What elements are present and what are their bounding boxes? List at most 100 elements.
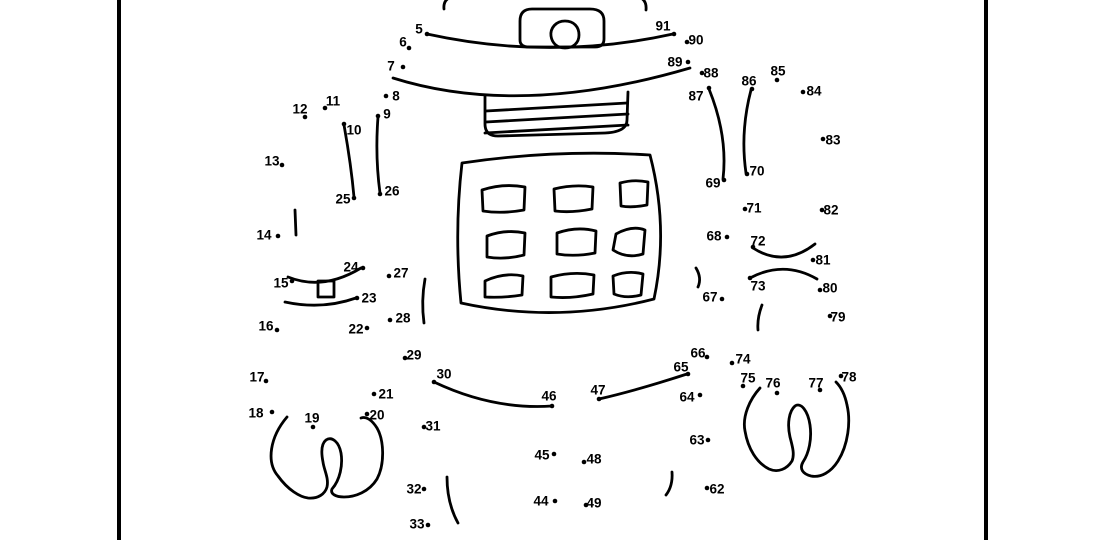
dot-number-label-81: 81 (815, 253, 831, 268)
dot-number-label-74: 74 (735, 352, 751, 367)
dot-number-label-14: 14 (256, 228, 272, 243)
dot-71 (742, 206, 748, 212)
dot-74 (729, 360, 735, 366)
dot-number-label-13: 13 (264, 154, 280, 169)
art-key-1 (480, 184, 527, 214)
dot-10 (341, 121, 347, 127)
dot-number-label-70: 70 (749, 164, 764, 179)
art-upper-brim (425, 32, 675, 49)
dot-number-label-69: 69 (705, 176, 720, 191)
dot-82 (819, 207, 825, 213)
dot-number-label-79: 79 (830, 310, 845, 325)
dot-number-label-44: 44 (533, 494, 549, 509)
dot-number-label-47: 47 (590, 383, 605, 398)
dot-number-label-89: 89 (667, 55, 682, 70)
dot-number-label-77: 77 (808, 376, 823, 391)
art-key-9 (611, 271, 645, 299)
art-arm-right-bottom (748, 267, 819, 281)
dot-number-label-28: 28 (395, 311, 411, 326)
art-hem-line-30-46 (432, 380, 554, 408)
dot-number-label-88: 88 (703, 66, 719, 81)
dot-47 (596, 396, 602, 402)
dot-63 (705, 437, 711, 443)
dot-number-label-16: 16 (258, 319, 274, 334)
dot-number-label-68: 68 (706, 229, 722, 244)
dot-66 (704, 354, 710, 360)
dot-48 (581, 459, 587, 465)
dot-number-label-91: 91 (655, 19, 671, 34)
dot-79 (827, 313, 833, 319)
dot-number-label-82: 82 (823, 203, 838, 218)
dot-64 (697, 392, 703, 398)
dot-number-label-5: 5 (415, 22, 423, 37)
dot-87 (706, 85, 712, 91)
dot-46 (549, 403, 555, 409)
art-key-8 (549, 272, 596, 299)
dot-25 (351, 195, 357, 201)
dot-number-label-30: 30 (436, 367, 451, 382)
art-key-6 (611, 226, 647, 258)
art-visor-stripe-1 (484, 101, 629, 113)
dot-16 (274, 327, 280, 333)
art-arm-right-top (751, 242, 817, 259)
dot-number-label-65: 65 (673, 360, 689, 375)
dot-14 (275, 233, 281, 239)
dot-number-label-83: 83 (825, 133, 841, 148)
art-visor-stripe-2 (484, 112, 630, 124)
dot-33 (425, 522, 431, 528)
dot-number-label-63: 63 (689, 433, 705, 448)
dot-number-label-85: 85 (770, 64, 786, 79)
dot-number-label-75: 75 (740, 371, 756, 386)
dot-number-label-87: 87 (688, 89, 703, 104)
dot-13 (279, 162, 285, 168)
dot-number-label-15: 15 (273, 276, 289, 291)
dot-15 (289, 278, 295, 284)
dot-number-label-46: 46 (541, 389, 557, 404)
art-foot-right (742, 380, 851, 478)
art-key-5 (555, 227, 598, 257)
dot-7 (400, 64, 406, 70)
dot-number-label-84: 84 (806, 84, 822, 99)
art-shoulder-right-outer (707, 87, 726, 181)
dot-number-label-80: 80 (822, 281, 837, 296)
dot-75 (740, 383, 746, 389)
dot-6 (406, 45, 412, 51)
dot-number-label-11: 11 (326, 94, 341, 109)
dot-number-label-26: 26 (384, 184, 400, 199)
dot-number-label-62: 62 (709, 482, 724, 497)
dot-number-label-86: 86 (741, 74, 757, 89)
dot-72 (750, 244, 756, 250)
dot-number-label-31: 31 (425, 419, 441, 434)
dot-12 (302, 114, 308, 120)
dot-number-label-48: 48 (586, 452, 602, 467)
dot-number-label-78: 78 (841, 370, 857, 385)
dot-number-label-33: 33 (409, 517, 425, 532)
dot-70 (744, 171, 750, 177)
dot-number-label-20: 20 (369, 408, 384, 423)
dot-76 (774, 390, 780, 396)
dot-number-label-9: 9 (383, 107, 391, 122)
dot-number-label-12: 12 (292, 102, 307, 117)
dot-number-label-45: 45 (534, 448, 550, 463)
dot-9 (375, 113, 381, 119)
dot-49 (583, 502, 589, 508)
art-hat-oval (549, 19, 581, 50)
art-leg-right-arc (664, 470, 674, 497)
dot-77 (817, 387, 823, 393)
dot-26 (377, 191, 383, 197)
dot-32 (421, 486, 427, 492)
dot-91 (671, 31, 677, 37)
dot-88 (699, 70, 705, 76)
dot-81 (810, 257, 816, 263)
dot-27 (386, 273, 392, 279)
dot-73 (747, 275, 753, 281)
dot-78 (838, 373, 844, 379)
art-key-2 (552, 184, 595, 214)
art-visor-stripe-3 (483, 123, 630, 135)
art-key-3 (618, 179, 650, 209)
dot-18 (269, 409, 275, 415)
art-wrist-left-outer (342, 123, 356, 199)
dot-69 (721, 177, 727, 183)
dot-number-label-66: 66 (690, 346, 706, 361)
